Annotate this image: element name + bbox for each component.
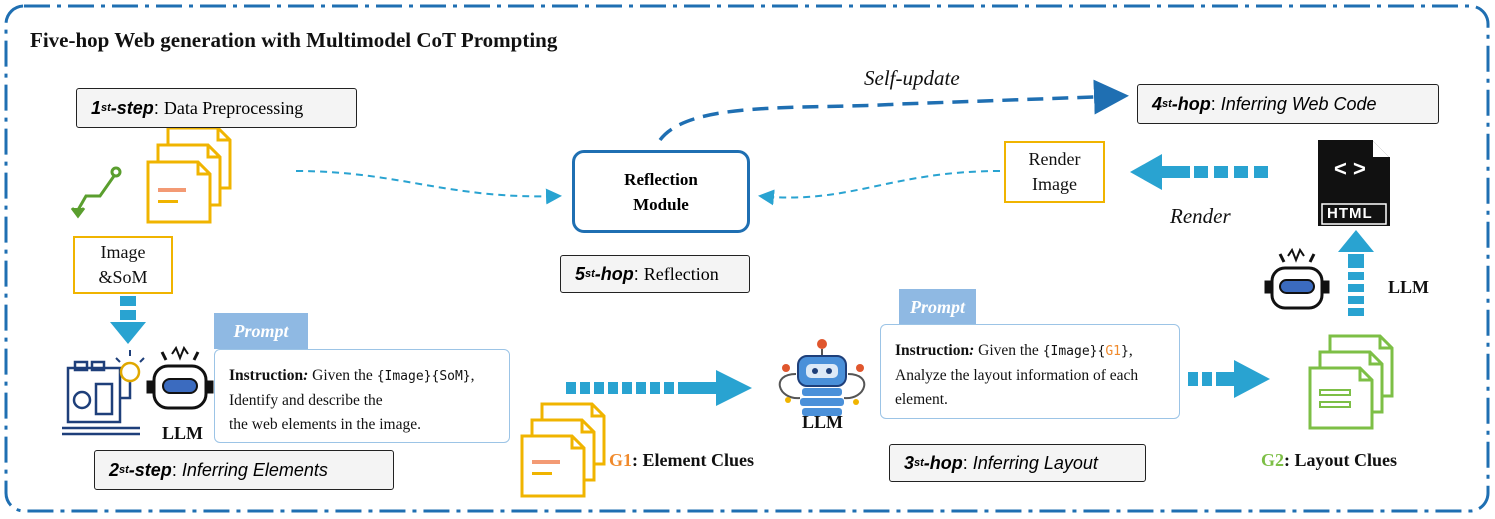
prompt2-colon: :: [969, 342, 975, 359]
html-icon-brackets: < >: [1334, 156, 1366, 181]
render-image-line1: Render: [1028, 149, 1081, 169]
reflection-module-box: Reflection Module: [572, 150, 750, 233]
image-som-line1: Image: [100, 242, 146, 262]
prompt1-colon: :: [303, 367, 309, 384]
prompt2-instruction-box: Instruction: Given the {Image}{G1}, Anal…: [880, 324, 1180, 419]
step5-sup: st: [585, 268, 595, 280]
render-image-line2: Image: [1032, 174, 1077, 194]
g2-text: : Layout Clues: [1284, 450, 1398, 470]
step5-kind: -hop: [594, 263, 634, 284]
step5-label: Reflection: [643, 263, 719, 284]
prompt2-var-open: {: [1097, 344, 1106, 359]
g1-label: G1: Element Clues: [609, 450, 754, 471]
arrow-render-to-reflection: [758, 170, 1001, 206]
step4-colon: :: [1210, 93, 1216, 114]
step3-kind: -hop: [923, 452, 963, 473]
step2-label: Inferring Elements: [181, 459, 328, 480]
step3-sup: st: [914, 457, 924, 469]
prompt2-end: ,: [1128, 342, 1133, 359]
llm-label-right: LLM: [1388, 277, 1430, 297]
document-stack-icon: [146, 126, 232, 224]
diagram-title: Five-hop Web generation with Multimodel …: [30, 28, 558, 52]
arrow-html-to-render: [1130, 154, 1268, 190]
step1-label: Data Preprocessing: [163, 97, 304, 118]
arrow-down-to-llm: [110, 296, 146, 344]
g2-document-stack-icon: [1308, 334, 1394, 430]
step1-sup: st: [101, 102, 111, 114]
step2-sup: st: [119, 464, 129, 476]
prompt1-tag: Prompt: [214, 313, 308, 349]
step3-label: Inferring Layout: [972, 452, 1098, 473]
g1-text: : Element Clues: [632, 450, 754, 470]
step2-colon: :: [171, 459, 177, 480]
llm-label-middle: LLM: [802, 412, 844, 432]
prompt2-instruction-label: Instruction: [895, 342, 970, 359]
step3-number: 3: [904, 452, 915, 473]
step1-number: 1: [91, 97, 102, 118]
render-image-box: Render Image: [1004, 141, 1105, 203]
arrow-to-middle-llm: [566, 370, 752, 406]
arrow-up-to-html: [1338, 230, 1374, 316]
g1-id: G1: [609, 450, 633, 470]
prompt1-instruction-box: Instruction: Given the {Image}{SoM}, Ide…: [214, 349, 510, 443]
robot-icon-left: [146, 345, 214, 410]
step5-number: 5: [575, 263, 586, 284]
outer-frame: [4, 4, 1490, 513]
html-icon-text: HTML: [1327, 205, 1373, 222]
step4-sup: st: [1162, 98, 1172, 110]
step2-number: 2: [109, 459, 120, 480]
reflection-line2: Module: [633, 194, 689, 214]
step1-kind: -step: [110, 97, 154, 118]
branch-icon: [70, 166, 122, 219]
step4-label: Inferring Web Code: [1220, 93, 1377, 114]
machine-icon: [62, 360, 141, 436]
lightbulb-icon: [115, 350, 145, 363]
prompt1-var-som: {SoM}: [431, 369, 471, 384]
step4-kind: -hop: [1171, 93, 1211, 114]
arrow-docs-to-reflection: [295, 170, 562, 205]
prompt2-given: Given the: [974, 342, 1043, 359]
step5-colon: :: [633, 263, 639, 284]
g2-id: G2: [1261, 450, 1285, 470]
robot-icon-right: [1264, 247, 1330, 310]
prompt1-line3: the web elements in the image.: [229, 416, 421, 433]
prompt2-var-g1: G1: [1105, 344, 1121, 359]
html-file-icon: [1318, 140, 1390, 226]
reflection-line1: Reflection: [624, 169, 698, 189]
prompt2-var-close: }: [1120, 344, 1129, 359]
prompt1-line2: Identify and describe the: [229, 392, 383, 409]
prompt2-line2: Analyze the layout information of each: [895, 367, 1139, 384]
arrow-to-g2: [1188, 360, 1270, 398]
prompt1-end: ,: [470, 367, 475, 384]
step2-kind: -step: [128, 459, 172, 480]
prompt2-line3: element.: [895, 391, 948, 408]
step4-number: 4: [1152, 93, 1163, 114]
prompt2-tag: Prompt: [899, 289, 976, 325]
prompt2-var-image: {Image}: [1042, 344, 1098, 359]
robot-icon-middle: [778, 339, 866, 416]
render-label: Render: [1170, 204, 1231, 228]
step1-colon: :: [153, 97, 159, 118]
llm-label-left: LLM: [162, 423, 204, 443]
g1-document-stack-icon: [520, 402, 606, 498]
prompt1-var-image: {Image}: [376, 369, 432, 384]
arrow-self-update: [658, 79, 1129, 142]
image-som-box: Image &SoM: [73, 236, 173, 294]
g2-label: G2: Layout Clues: [1261, 450, 1397, 471]
step3-colon: :: [962, 452, 968, 473]
image-som-line2: &SoM: [98, 267, 148, 287]
prompt1-instruction-label: Instruction: [229, 367, 304, 384]
prompt1-given: Given the: [308, 367, 377, 384]
self-update-label: Self-update: [864, 66, 960, 90]
